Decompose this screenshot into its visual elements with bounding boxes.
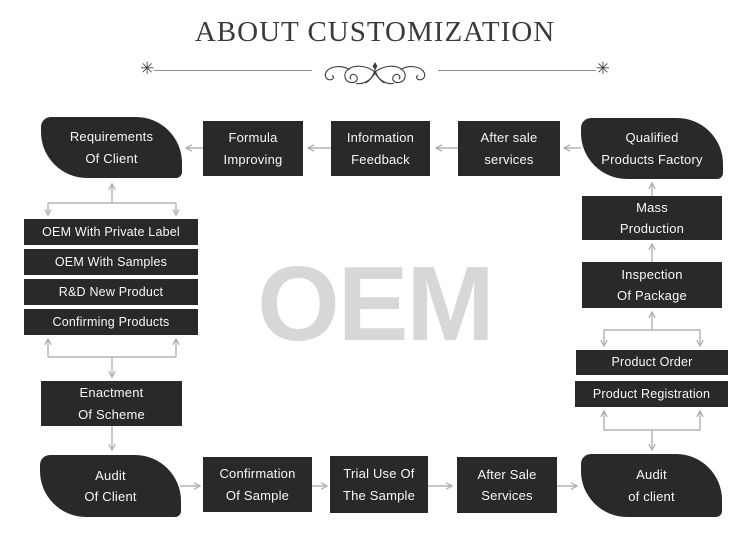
node-line: After Sale bbox=[477, 466, 537, 482]
node-line: Services bbox=[481, 488, 533, 503]
node-formula-improving: Formula Improving bbox=[203, 121, 303, 176]
divider-flourish-icon bbox=[324, 62, 426, 85]
node-audit-of-client-left: Audit Of Client bbox=[40, 455, 181, 517]
node-line: Audit bbox=[95, 467, 126, 483]
node-line: Information bbox=[346, 130, 415, 146]
node-line: The Sample bbox=[342, 487, 416, 503]
node-qualified-products-factory: Qualified Products Factory bbox=[581, 118, 723, 179]
node-confirming-products: Confirming Products bbox=[24, 309, 198, 335]
node-line: Of Package bbox=[617, 288, 687, 303]
node-product-order: Product Order bbox=[576, 350, 728, 375]
node-line: Products Factory bbox=[601, 151, 703, 167]
node-line: R&D New Product bbox=[58, 284, 164, 299]
node-confirmation-of-sample: Confirmation Of Sample bbox=[203, 457, 312, 512]
page-title: ABOUT CUSTOMIZATION bbox=[194, 16, 556, 48]
node-line: Qualified bbox=[625, 130, 679, 146]
node-line: Inspection bbox=[621, 266, 683, 282]
node-trial-use-of-the-sample: Trial Use Of The Sample bbox=[330, 456, 428, 513]
node-line: OEM With Private Label bbox=[42, 224, 180, 239]
node-line: After sale bbox=[480, 130, 538, 146]
node-after-sale-services-top: After sale services bbox=[458, 121, 560, 176]
node-line: Feedback bbox=[351, 151, 410, 167]
oem-watermark: OEM bbox=[257, 245, 494, 363]
node-line: Formula bbox=[228, 130, 278, 146]
divider-line-right bbox=[438, 69, 596, 71]
node-line: Of Client bbox=[85, 150, 138, 166]
node-oem-with-samples: OEM With Samples bbox=[24, 249, 198, 275]
node-line: Audit bbox=[636, 467, 667, 483]
node-line: Trial Use Of bbox=[343, 466, 415, 482]
node-line: Production bbox=[619, 221, 685, 236]
node-inspection-of-package: Inspection Of Package bbox=[582, 262, 722, 308]
divider-line-left bbox=[154, 69, 312, 71]
node-information-feedback: Information Feedback bbox=[331, 121, 430, 176]
node-line: Requirements bbox=[69, 129, 154, 145]
node-rd-new-product: R&D New Product bbox=[24, 279, 198, 305]
node-product-registration: Product Registration bbox=[575, 381, 728, 407]
title-divider: ✳ ✳ bbox=[140, 54, 610, 86]
node-line: Enactment bbox=[79, 385, 144, 401]
node-line: services bbox=[484, 151, 534, 167]
node-after-sale-services-bottom: After Sale Services bbox=[457, 457, 557, 513]
node-line: Product Order bbox=[611, 355, 693, 370]
asterisk-ornament-left-icon: ✳ bbox=[140, 58, 155, 79]
node-line: Of Scheme bbox=[78, 406, 145, 422]
node-line: Confirming Products bbox=[52, 314, 170, 329]
node-audit-of-client-right: Audit of client bbox=[581, 454, 722, 517]
node-line: Product Registration bbox=[592, 386, 711, 401]
node-enactment-of-scheme: Enactment Of Scheme bbox=[41, 381, 182, 426]
node-oem-with-private-label: OEM With Private Label bbox=[24, 219, 198, 245]
asterisk-ornament-right-icon: ✳ bbox=[595, 58, 610, 79]
node-line: Improving bbox=[223, 151, 283, 167]
node-line: Of Sample bbox=[225, 487, 290, 503]
node-mass-production: Mass Production bbox=[582, 196, 722, 240]
node-line: Of Client bbox=[84, 489, 137, 504]
node-line: of client bbox=[628, 488, 675, 504]
node-requirements-of-client: Requirements Of Client bbox=[41, 117, 182, 178]
node-line: Mass bbox=[636, 199, 668, 215]
node-line: Confirmation bbox=[219, 466, 296, 482]
node-line: OEM With Samples bbox=[54, 254, 168, 269]
